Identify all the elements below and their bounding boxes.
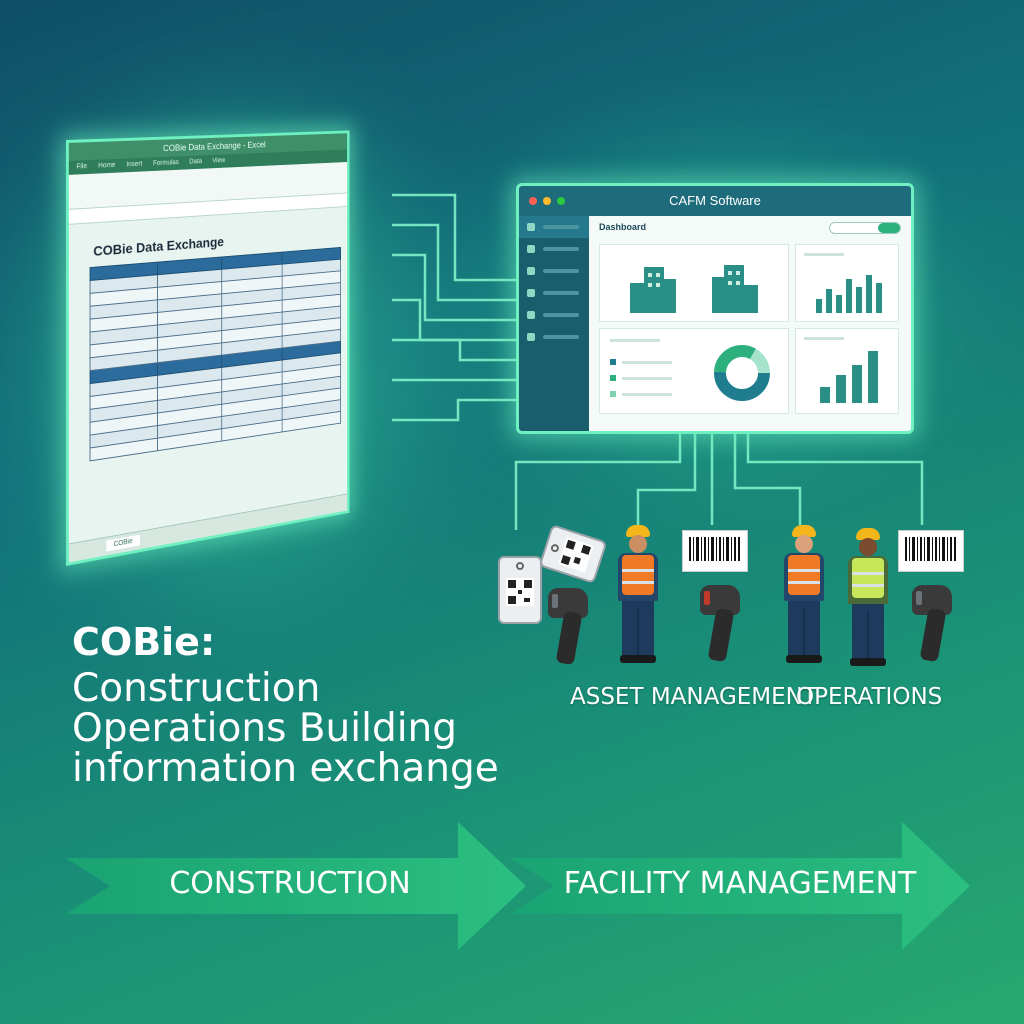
barcode-scanner-2 <box>700 585 740 665</box>
qr-code-tag-2 <box>538 524 608 584</box>
dashboard-search-bar[interactable] <box>829 222 901 234</box>
headline-line-2: Operations Building <box>72 706 458 751</box>
cafm-dashboard: Dashboard <box>589 216 911 431</box>
construction-label: CONSTRUCTION <box>169 866 411 901</box>
window-minimize-icon[interactable] <box>543 197 551 205</box>
settings-icon <box>527 333 535 341</box>
sheet-tab-cobie[interactable]: COBie <box>106 534 140 552</box>
bar-chart-card-2 <box>795 328 899 414</box>
sidebar-item-3[interactable] <box>519 260 589 282</box>
headline-line-3: information exchange <box>72 746 499 791</box>
cobie-data-table <box>90 247 341 461</box>
building-icon <box>527 289 535 297</box>
bar-chart-icon <box>804 253 882 313</box>
asset-management-label: ASSET MANAGEMENT <box>570 684 817 710</box>
sidebar-item-6[interactable] <box>519 326 589 348</box>
barcode-label-1 <box>682 530 748 572</box>
window-close-icon[interactable] <box>529 197 537 205</box>
construction-arrow <box>66 822 526 950</box>
qr-code-icon <box>550 537 594 573</box>
sidebar-item-4[interactable] <box>519 282 589 304</box>
cafm-sidebar <box>519 216 589 431</box>
growth-chart-icon <box>804 337 878 403</box>
donut-chart-card <box>599 328 789 414</box>
wrench-icon <box>527 311 535 319</box>
user-icon <box>527 267 535 275</box>
worker-3 <box>840 528 896 668</box>
dashboard-label: Dashboard <box>599 222 647 232</box>
worker-1 <box>610 525 666 665</box>
window-maximize-icon[interactable] <box>557 197 565 205</box>
donut-chart-icon <box>610 339 770 401</box>
barcode-scanner-1 <box>548 588 588 668</box>
facility-management-label: FACILITY MANAGEMENT <box>563 866 917 901</box>
barcode-icon <box>905 537 956 561</box>
facility-management-arrow <box>510 822 970 950</box>
sidebar-item-5[interactable] <box>519 304 589 326</box>
buildings-card <box>599 244 789 322</box>
operations-label: OPERATIONS <box>796 684 943 710</box>
headline-line-1: Construction <box>72 666 321 711</box>
home-icon <box>527 223 535 231</box>
list-icon <box>527 245 535 253</box>
bar-chart-card-1 <box>795 244 899 322</box>
cafm-software-window: CAFM Software Dashboard <box>516 183 914 434</box>
cafm-window-title: CAFM Software <box>669 193 761 208</box>
cafm-title-bar: CAFM Software <box>519 186 911 216</box>
buildings-icon <box>630 265 758 313</box>
headline-title: COBie: <box>72 620 216 664</box>
qr-code-icon <box>506 562 534 606</box>
qr-code-tag-1 <box>498 556 542 624</box>
worker-2 <box>776 525 832 665</box>
barcode-scanner-3 <box>912 585 952 665</box>
sidebar-item-2[interactable] <box>519 238 589 260</box>
barcode-label-2 <box>898 530 964 572</box>
sidebar-item-home[interactable] <box>519 216 589 238</box>
barcode-icon <box>689 537 740 561</box>
